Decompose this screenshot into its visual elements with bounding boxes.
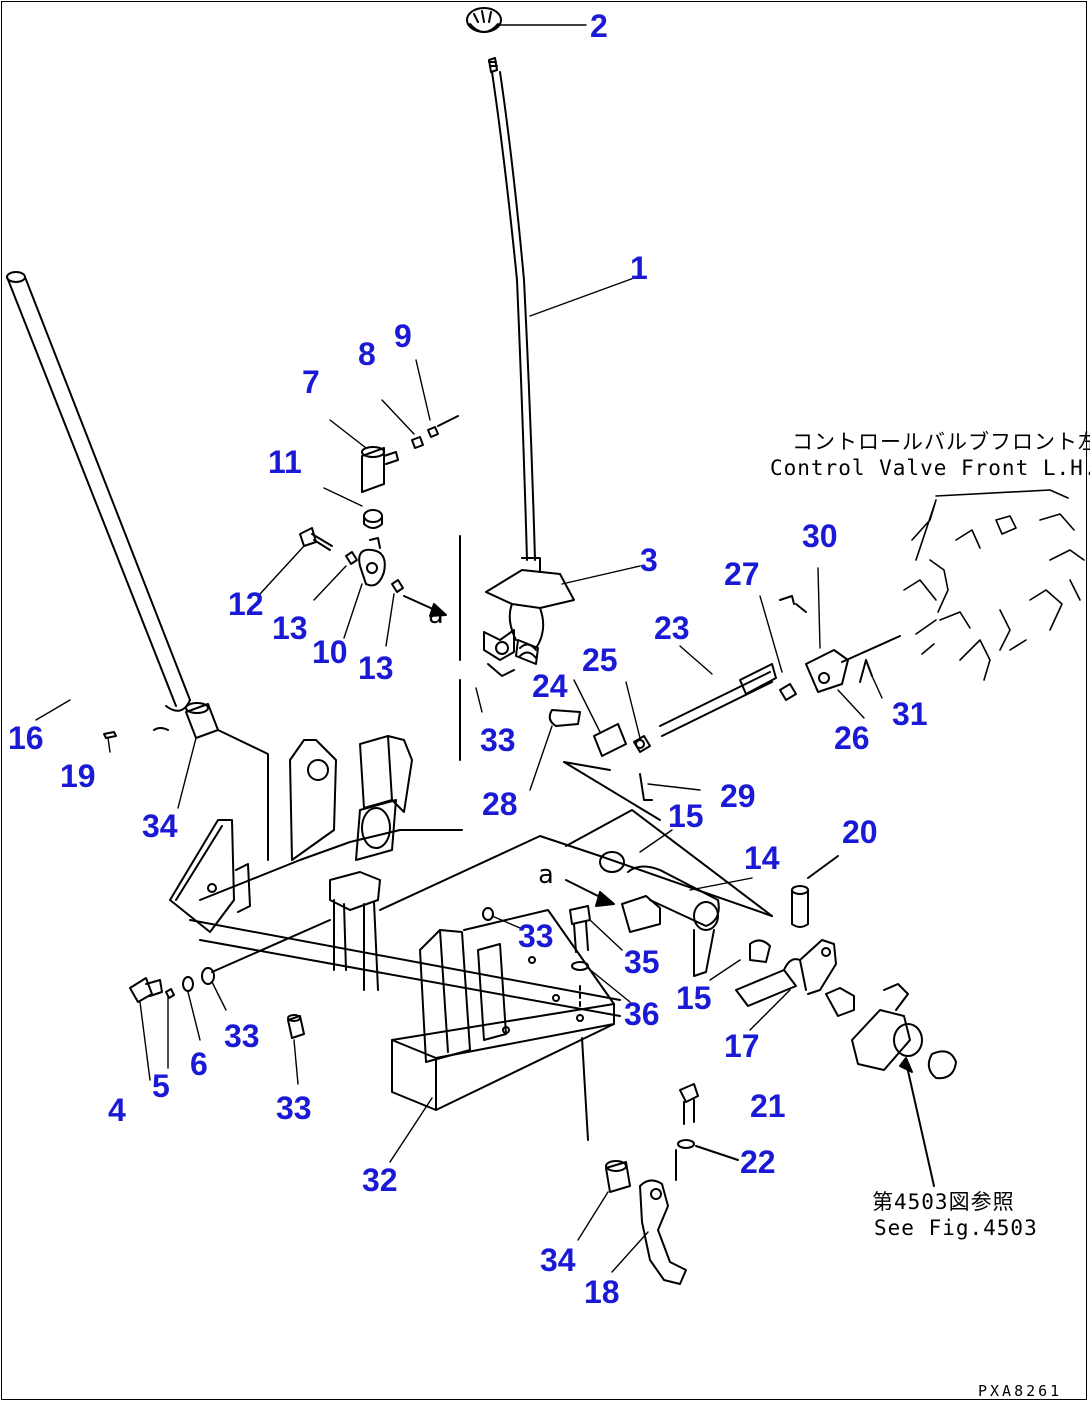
- valve-label-japanese: コントロールバルブフロント左: [792, 430, 1090, 454]
- callout-35[interactable]: 35: [624, 944, 660, 980]
- lower-lever-part: [605, 1083, 739, 1285]
- callout-32[interactable]: 32: [362, 1162, 398, 1198]
- direction-arrow-upper: [403, 595, 447, 617]
- callout-12[interactable]: 12: [228, 586, 264, 622]
- callout-5[interactable]: 5: [152, 1068, 170, 1104]
- callout-15-upper[interactable]: 15: [668, 798, 704, 834]
- callout-34-lower[interactable]: 34: [540, 1242, 576, 1278]
- reference-arrow: [899, 1057, 935, 1187]
- callout-4[interactable]: 4: [108, 1092, 126, 1128]
- figure-reference-english: See Fig.4503: [874, 1216, 1038, 1240]
- callout-14[interactable]: 14: [744, 840, 780, 876]
- lever-bracket-part: [483, 557, 575, 677]
- callout-33-lower[interactable]: 33: [276, 1090, 312, 1126]
- upper-plate-part: [379, 809, 773, 917]
- callout-15-lower[interactable]: 15: [676, 980, 712, 1016]
- lever-rod-part: [488, 57, 536, 561]
- callout-17[interactable]: 17: [724, 1028, 760, 1064]
- callout-33-center[interactable]: 33: [518, 918, 554, 954]
- bushing-part: [185, 702, 269, 861]
- valve-label-english: Control Valve Front L.H.: [770, 456, 1090, 480]
- bolt-part: [569, 905, 591, 1141]
- link-arm-part: [599, 851, 771, 977]
- callout-33-left[interactable]: 33: [224, 1018, 260, 1054]
- figure-reference-japanese: 第4503図参照: [872, 1190, 1015, 1214]
- callout-36[interactable]: 36: [624, 996, 660, 1032]
- callout-25[interactable]: 25: [582, 642, 618, 678]
- callout-6[interactable]: 6: [190, 1046, 208, 1082]
- control-valve-part: [903, 489, 1085, 681]
- callout-2[interactable]: 2: [590, 8, 608, 44]
- callout-23[interactable]: 23: [654, 610, 690, 646]
- callout-1[interactable]: 1: [630, 250, 648, 286]
- callout-27[interactable]: 27: [724, 556, 760, 592]
- callout-9[interactable]: 9: [394, 318, 412, 354]
- base-plate-part: [391, 909, 615, 1111]
- callout-13-right[interactable]: 13: [358, 650, 394, 686]
- callout-30[interactable]: 30: [802, 518, 838, 554]
- pin-assembly-part: [299, 415, 459, 593]
- callout-19[interactable]: 19: [60, 758, 96, 794]
- leader-lines: [35, 24, 883, 1273]
- callout-24[interactable]: 24: [532, 668, 568, 704]
- callout-22[interactable]: 22: [740, 1144, 776, 1180]
- reference-mark-a-upper: a: [428, 600, 444, 630]
- callout-13-left[interactable]: 13: [272, 610, 308, 646]
- cam-lever-part: [735, 939, 957, 1080]
- washer-part: [287, 907, 494, 1039]
- callout-10[interactable]: 10: [312, 634, 348, 670]
- direction-arrow-lower: [565, 879, 615, 907]
- callout-31[interactable]: 31: [892, 696, 928, 732]
- pin-part: [791, 855, 839, 928]
- callout-29[interactable]: 29: [720, 778, 756, 814]
- callout-20[interactable]: 20: [842, 814, 878, 850]
- callout-34-left[interactable]: 34: [142, 808, 178, 844]
- reference-mark-a-lower: a: [538, 860, 554, 890]
- callout-21[interactable]: 21: [750, 1088, 786, 1124]
- callout-33-upper[interactable]: 33: [480, 722, 516, 758]
- drawing-id: PXA8261: [978, 1382, 1063, 1400]
- callout-11[interactable]: 11: [268, 444, 302, 480]
- callout-7[interactable]: 7: [302, 364, 320, 400]
- callout-8[interactable]: 8: [358, 336, 376, 372]
- callout-28[interactable]: 28: [482, 786, 518, 822]
- left-bolt-part: [129, 919, 331, 1003]
- callout-3[interactable]: 3: [640, 542, 658, 578]
- callout-18[interactable]: 18: [584, 1274, 620, 1310]
- control-rod-part: [548, 595, 901, 821]
- bracket-frame-part: [169, 735, 621, 1017]
- handle-bar-part: [6, 271, 191, 739]
- knob-part: [466, 7, 502, 33]
- callout-16[interactable]: 16: [8, 720, 44, 756]
- callout-26[interactable]: 26: [834, 720, 870, 756]
